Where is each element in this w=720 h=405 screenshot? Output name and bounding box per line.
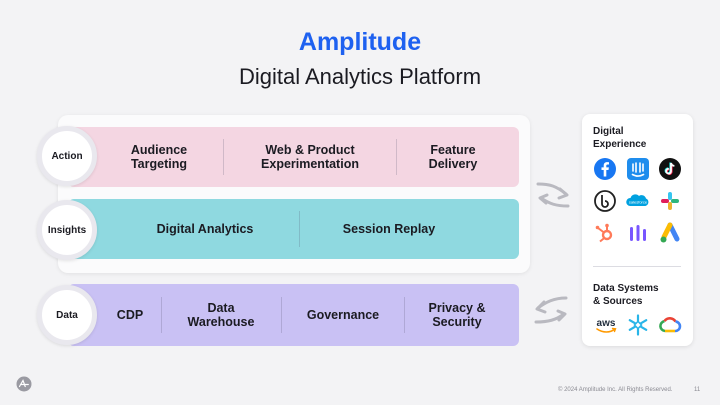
salesforce-logo-text: salesforce [629,200,648,205]
intercom-icon [626,157,650,181]
tiktok-icon [658,157,682,181]
insights-band [68,199,519,259]
data-band [68,284,519,346]
google-ads-icon [658,221,682,245]
facebook-icon [593,157,617,181]
divider [161,297,162,333]
divider [299,211,300,247]
google-cloud-icon [658,313,682,337]
divider [404,297,405,333]
divider [281,297,282,333]
copyright-text: © 2024 Amplitude Inc. All Rights Reserve… [558,387,673,393]
slack-icon [658,189,682,213]
bidirectional-arrow-icon [534,296,568,324]
salesforce-icon: salesforce [624,189,652,213]
bidirectional-arrow-icon [536,182,570,208]
aws-icon: aws [593,313,619,337]
data-layer-label: Data [37,285,97,345]
action-item-experimentation: Web & Product Experimentation [261,143,359,171]
page-title: Amplitude [298,28,422,56]
action-layer-label: Action [37,126,97,186]
side-panel-divider [593,266,681,267]
action-item-audience-targeting: Audience Targeting [130,143,188,171]
digital-experience-heading: Digital Experience [593,126,647,150]
insights-item-digital-analytics: Digital Analytics [156,222,254,236]
insights-item-session-replay: Session Replay [342,222,436,236]
hubspot-icon [593,221,617,245]
data-item-privacy-security: Privacy & Security [428,301,486,329]
divider [223,139,224,175]
insights-layer-label: Insights [37,200,97,260]
braze-icon [593,189,617,213]
divider [396,139,397,175]
snowflake-icon [626,313,650,337]
data-item-cdp: CDP [116,308,144,322]
mixpanel-icon [626,221,650,245]
data-systems-heading: Data Systems & Sources [593,283,659,307]
page-subtitle: Digital Analytics Platform [238,64,482,89]
aws-logo-text: aws [597,318,616,329]
action-item-feature-delivery: Feature Delivery [428,143,478,171]
amplitude-logo-icon [16,376,32,392]
page-number: 11 [694,387,701,393]
action-band [68,127,519,187]
data-item-data-warehouse: Data Warehouse [187,301,255,329]
data-item-governance: Governance [306,308,380,322]
